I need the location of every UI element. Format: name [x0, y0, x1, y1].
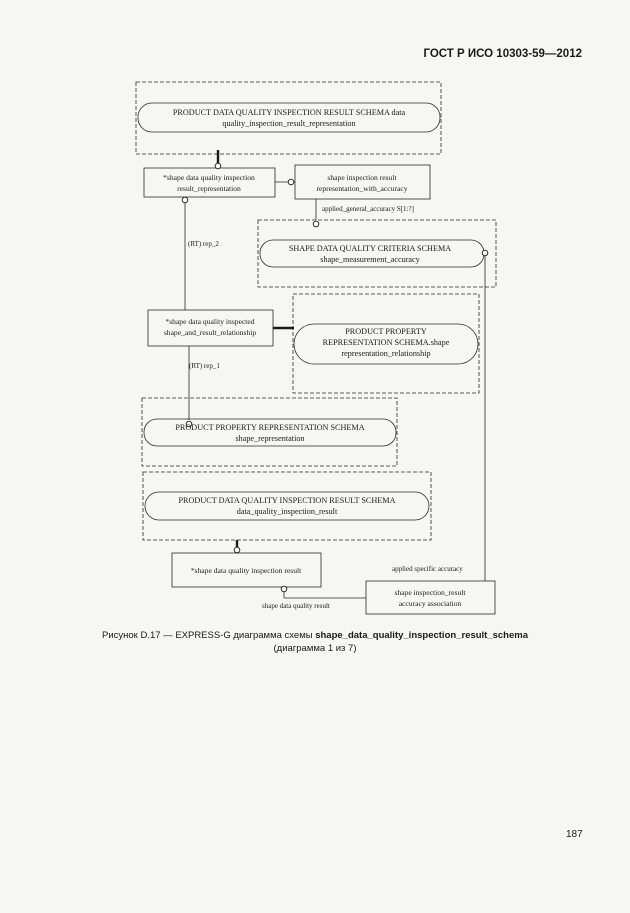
label-applied-specific-accuracy: applied specific accuracy	[392, 565, 463, 573]
entity-shape-result-accuracy-association	[365, 580, 496, 615]
entity-sdq-inspection-result	[171, 552, 322, 588]
entity-text: representation_with_accuracy	[316, 184, 407, 193]
schema-ref-pdqi-representation	[137, 102, 441, 133]
circle-end-specific-accuracy	[481, 249, 489, 257]
schema-ref-text: PRODUCT DATA QUALITY INSPECTION RESULT S…	[173, 108, 406, 117]
standard-header: ГОСТ Р ИСО 10303-59—2012	[423, 48, 582, 60]
schema-box-shape-representation	[141, 397, 398, 467]
schema-ref-text: shape_measurement_accuracy	[320, 255, 420, 264]
schema-ref-text: shape_representation	[235, 434, 304, 443]
schema-ref-text: quality_inspection_result_representation	[222, 119, 355, 128]
circle-end-general-accuracy	[312, 220, 320, 228]
caption-schema-name: shape_data_quality_inspection_result_sch…	[315, 630, 528, 641]
entity-text: shape inspection_result	[394, 588, 466, 597]
entity-text: shape_and_result_relationship	[164, 328, 257, 337]
figure-caption: Рисунок D.17 — EXPRESS-G диаграмма схемы…	[0, 629, 630, 655]
caption-prefix: Рисунок D.17 — EXPRESS-G диаграмма схемы	[102, 630, 316, 641]
schema-box-shape-measurement-accuracy	[257, 219, 497, 288]
entity-text: shape inspection result	[327, 173, 397, 182]
entity-shape-result-with-accuracy	[294, 164, 431, 200]
label-rep-1: (RT) rep_1	[189, 362, 220, 370]
circle-end-shape-data-quality-result	[280, 585, 288, 593]
schema-ref-text: PRODUCT PROPERTY	[345, 327, 427, 336]
schema-ref-text: SHAPE DATA QUALITY CRITERIA SCHEMA	[289, 244, 451, 253]
circle-end-pdqi	[214, 162, 222, 170]
schema-ref-text: data_quality_inspection_result	[237, 507, 338, 516]
entity-text: *shape data quality inspection result	[191, 566, 302, 575]
schema-ref-data-quality-inspection-result	[144, 491, 430, 521]
schema-ref-text: PRODUCT DATA QUALITY INSPECTION RESULT S…	[178, 496, 395, 505]
entity-text: *shape data quality inspected	[165, 317, 254, 326]
circle-end-rep-2	[181, 196, 189, 204]
label-shape-data-quality-result: shape data quality result	[262, 602, 330, 610]
entity-text: accuracy association	[399, 599, 462, 608]
schema-box-data-quality-inspection-result	[142, 471, 432, 541]
circle-end-dqi	[233, 546, 241, 554]
caption-line2: (диаграмма 1 из 7)	[273, 643, 357, 654]
label-rep-2: (RT) rep_2	[188, 240, 219, 248]
schema-ref-text: REPRESENTATION SCHEMA.shape	[323, 338, 450, 347]
schema-box-representation-relationship	[292, 293, 480, 394]
circle-end-subtype	[287, 178, 295, 186]
entity-sdq-result-representation	[143, 167, 276, 198]
page-number: 187	[566, 829, 583, 840]
entity-text: result_representation	[177, 184, 241, 193]
schema-ref-text: representation_relationship	[341, 349, 430, 358]
schema-box-pdqi-representation	[135, 81, 442, 155]
entity-text: *shape data quality inspection	[163, 173, 255, 182]
schema-ref-shape-representation	[143, 418, 397, 447]
schema-ref-representation-relationship	[293, 323, 479, 365]
schema-ref-text: PRODUCT PROPERTY REPRESENTATION SCHEMA	[175, 423, 364, 432]
circle-end-rep-1	[185, 420, 193, 428]
label-applied-general-accuracy: applied_general_accuracy S[1:?]	[322, 205, 414, 213]
